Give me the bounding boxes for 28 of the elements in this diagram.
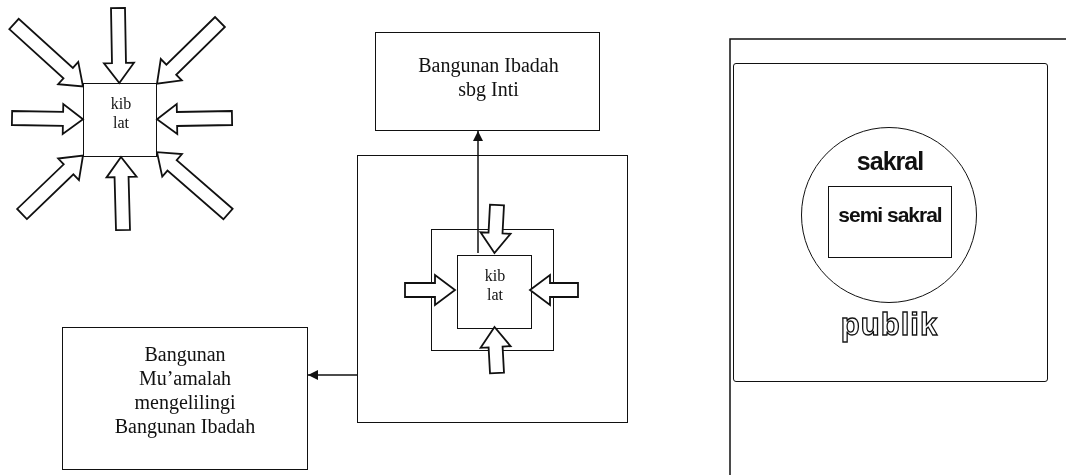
zone-label: publik bbox=[839, 308, 940, 343]
text-box bbox=[375, 32, 600, 131]
zone-label: semi sakral bbox=[837, 203, 943, 227]
block-arrow bbox=[155, 151, 234, 221]
block-arrow bbox=[102, 6, 136, 85]
block-arrow bbox=[155, 15, 227, 85]
node-label: Bangunan Mu’amalah mengelilingi Bangunan Ibadah bbox=[113, 342, 257, 438]
text-box bbox=[457, 255, 532, 329]
block-arrow bbox=[478, 325, 513, 375]
node-label: kib lat bbox=[483, 266, 507, 305]
text-box bbox=[828, 186, 952, 258]
arrow bbox=[473, 130, 483, 254]
empty-box bbox=[357, 155, 628, 423]
block-arrow bbox=[155, 102, 234, 136]
block-arrow bbox=[104, 155, 139, 232]
node-label: kib lat bbox=[109, 94, 133, 133]
block-arrow bbox=[528, 273, 579, 307]
block-arrow bbox=[404, 273, 457, 307]
text-box bbox=[83, 83, 157, 157]
zone-label: sakral bbox=[855, 148, 925, 176]
text-box bbox=[733, 63, 1048, 382]
node-label: Bangunan Ibadah sbg Inti bbox=[417, 53, 560, 101]
block-arrow bbox=[8, 17, 85, 88]
arrow bbox=[307, 370, 358, 380]
block-arrow bbox=[10, 102, 85, 136]
block-arrow bbox=[15, 154, 85, 221]
block-arrow bbox=[478, 203, 513, 255]
text-box bbox=[62, 327, 308, 470]
